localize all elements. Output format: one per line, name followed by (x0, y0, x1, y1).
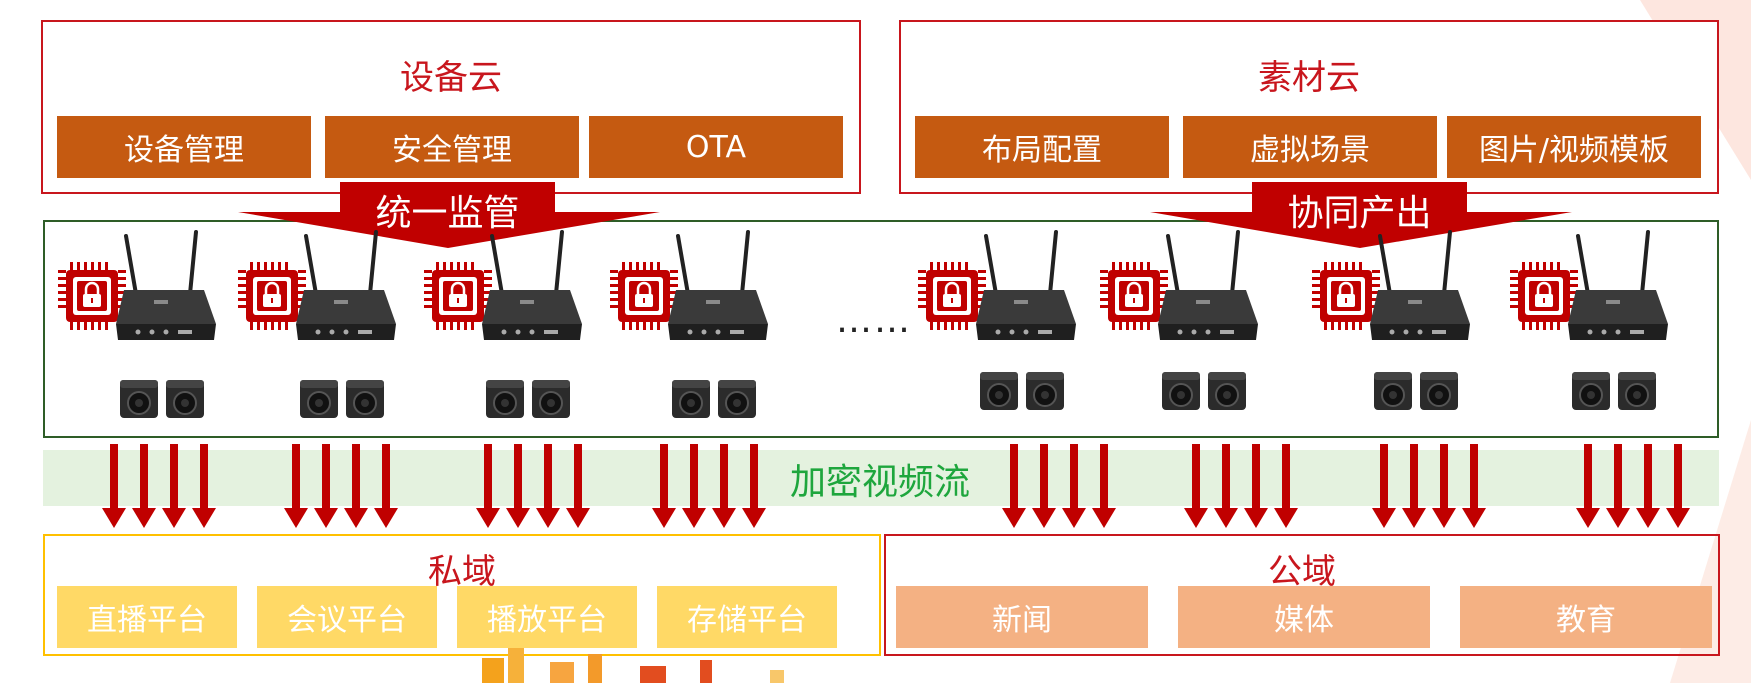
ellipsis: …… (836, 300, 912, 341)
city-skyline-decoration (482, 648, 784, 683)
news-button[interactable]: 新闻 (896, 586, 1148, 648)
device-management-button[interactable]: 设备管理 (57, 116, 311, 178)
ota-button[interactable]: OTA (589, 116, 843, 178)
meeting-platform-button[interactable]: 会议平台 (257, 586, 437, 648)
unified-supervision-label: 统一监管 (375, 193, 520, 234)
public-domain-panel: 公域 新闻 媒体 教育 (884, 534, 1720, 656)
device-cloud-panel: 设备云 设备管理 安全管理 OTA (41, 20, 861, 194)
private-domain-title: 私域 (428, 552, 496, 592)
storage-platform-button[interactable]: 存储平台 (657, 586, 837, 648)
layout-config-button[interactable]: 布局配置 (915, 116, 1169, 178)
virtual-scene-button[interactable]: 虚拟场景 (1183, 116, 1437, 178)
image-video-template-button[interactable]: 图片/视频模板 (1447, 116, 1701, 178)
media-button[interactable]: 媒体 (1178, 586, 1430, 648)
unified-supervision-arrow (238, 182, 660, 248)
collaborative-output-arrow (1150, 182, 1572, 248)
material-cloud-title: 素材云 (1258, 58, 1360, 98)
device-panel (43, 220, 1719, 438)
encrypted-stream-label: 加密视频流 (789, 462, 970, 503)
private-domain-panel: 私域 直播平台 会议平台 播放平台 存储平台 (43, 534, 881, 656)
education-button[interactable]: 教育 (1460, 586, 1712, 648)
device-cloud-title: 设备云 (400, 58, 502, 98)
live-platform-button[interactable]: 直播平台 (57, 586, 237, 648)
public-domain-title: 公域 (1268, 552, 1336, 592)
material-cloud-panel: 素材云 布局配置 虚拟场景 图片/视频模板 (899, 20, 1719, 194)
playback-platform-button[interactable]: 播放平台 (457, 586, 637, 648)
collaborative-output-label: 协同产出 (1287, 193, 1432, 234)
security-management-button[interactable]: 安全管理 (325, 116, 579, 178)
